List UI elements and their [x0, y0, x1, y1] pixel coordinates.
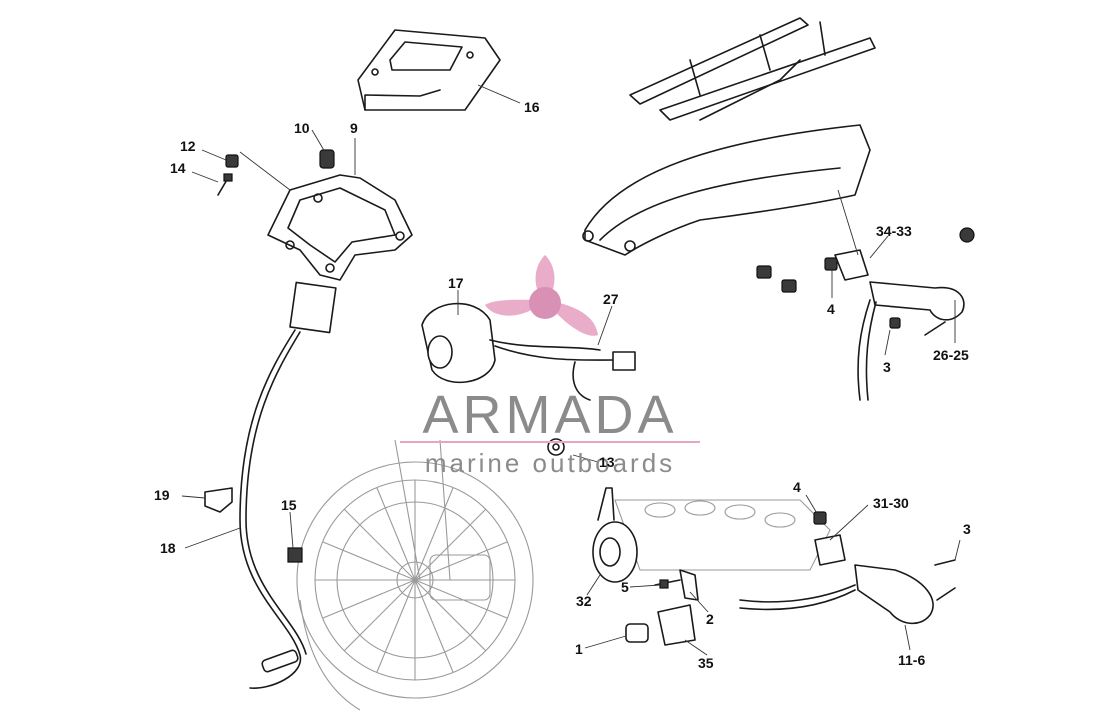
front-wheel-ghost [296, 439, 534, 711]
callout-3-rear: 3 [883, 359, 891, 375]
callout-11-6: 11-6 [898, 652, 925, 668]
cable-grommet [287, 547, 303, 563]
callout-34-33: 34-33 [876, 223, 912, 239]
triple-clamp-ghost [614, 499, 831, 571]
callout-31-30: 31-30 [873, 495, 909, 511]
watermark-title: ARMADA [422, 385, 677, 445]
horn-cover [625, 604, 696, 646]
callout-19: 19 [154, 487, 170, 503]
callout-2: 2 [706, 611, 714, 627]
horn-bracket [654, 569, 699, 601]
callout-4-rear: 4 [827, 301, 835, 317]
cable-clip [204, 487, 233, 513]
rubber-grommet [319, 149, 335, 169]
speedometer-cable [239, 281, 337, 689]
callout-13: 13 [599, 454, 615, 470]
callout-12: 12 [180, 138, 196, 154]
spacer-nut [225, 154, 239, 168]
instrument-cluster [357, 29, 501, 111]
callout-27: 27 [603, 291, 619, 307]
watermark-subtitle: marine outboards [425, 448, 675, 478]
callout-4-front: 4 [793, 479, 801, 495]
callout-15: 15 [281, 497, 297, 513]
callout-32: 32 [576, 593, 592, 609]
callout-1: 1 [575, 641, 583, 657]
callout-17: 17 [448, 275, 464, 291]
callout-14: 14 [170, 160, 186, 176]
callout-16: 16 [524, 99, 540, 115]
callout-26-25: 26-25 [933, 347, 969, 363]
rear-subframe [629, 17, 876, 121]
callout-18: 18 [160, 540, 176, 556]
handlebar-switch [421, 302, 636, 401]
rear-fasteners [756, 257, 946, 336]
rear-indicator [857, 227, 975, 401]
front-indicator-bracket [813, 511, 846, 566]
callout-5: 5 [621, 579, 629, 595]
watermark-text: ARMADA marine outboards [400, 385, 700, 478]
callout-9: 9 [350, 120, 358, 136]
callout-10: 10 [294, 120, 310, 136]
rear-mudguard [582, 124, 871, 256]
cluster-bracket [267, 174, 413, 281]
horn [592, 487, 638, 583]
screw [217, 173, 233, 196]
rear-indicator-bracket [834, 249, 869, 281]
watermark-propeller-logo [485, 255, 598, 336]
callout-3-front: 3 [963, 521, 971, 537]
washer [547, 438, 565, 456]
callout-35: 35 [698, 655, 714, 671]
callout-labels: 16 9 10 12 14 17 27 13 19 18 15 4 34-33 … [154, 99, 971, 671]
leader-lines [181, 84, 961, 656]
front-indicator [739, 559, 956, 625]
